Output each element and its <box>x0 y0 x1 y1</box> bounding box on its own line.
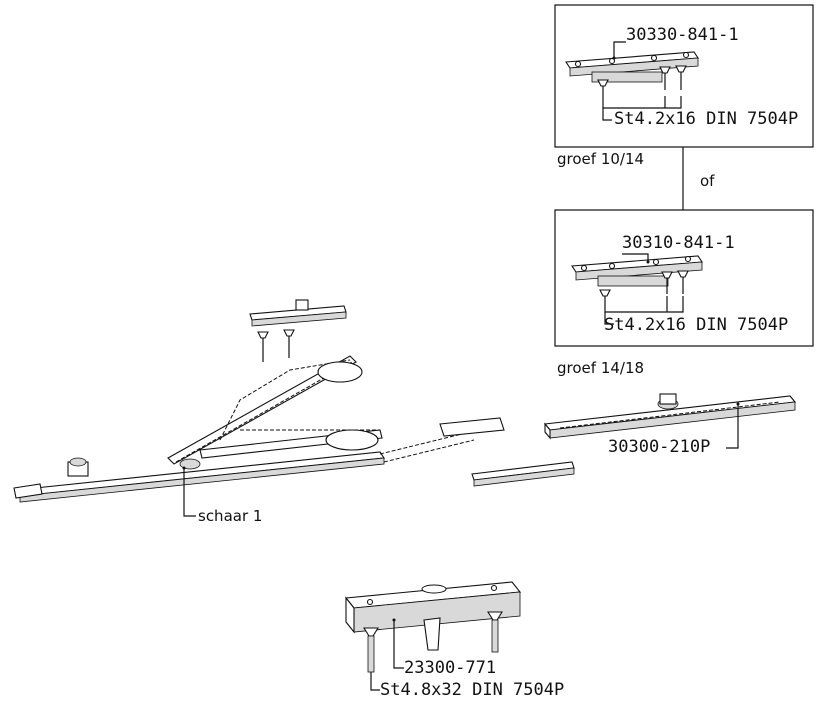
label-screw-mid: St4.2x16 DIN 7504P <box>604 315 788 335</box>
top-loose-bracket <box>249 299 347 362</box>
screw-b <box>283 329 295 358</box>
screw-right <box>487 611 503 653</box>
screw-left <box>363 627 379 673</box>
part-30330-841-1-drawing <box>565 51 699 98</box>
label-groove-10-14: groef 10/14 <box>557 150 644 168</box>
label-groove-14-18: groef 14/18 <box>557 359 644 377</box>
label-part-23300-771: 23300-771 <box>404 658 496 678</box>
screw-2 <box>659 66 671 90</box>
detail-box-groove-14-18: 30310-841-1 St4.2x16 DIN 7504P <box>554 209 814 347</box>
label-or: of <box>700 172 715 190</box>
screw-a <box>257 331 269 362</box>
screw-3 <box>675 65 687 90</box>
label-rail-30300-210P: 30300-210P <box>608 437 710 457</box>
scissor-assembly-drawing: schaar 1 <box>13 355 505 525</box>
screw-3 <box>677 270 689 294</box>
part-30310-841-1-drawing <box>571 255 703 304</box>
screw-1 <box>597 79 609 98</box>
label-part-30310-841-1: 30310-841-1 <box>622 233 735 253</box>
label-part-30330-841-1: 30330-841-1 <box>626 25 739 45</box>
rail-30300-210P-drawing: 30300-210P <box>543 393 797 457</box>
part-23300-771-drawing: 23300-771 St4.8x32 DIN 7504P <box>344 581 564 700</box>
label-screw-bottom: St4.8x32 DIN 7504P <box>380 680 564 700</box>
detail-box-groove-10-14: 30330-841-1 St4.2x16 DIN 7504P <box>554 4 814 148</box>
label-screw-top: St4.2x16 DIN 7504P <box>614 109 798 129</box>
screw-2 <box>661 271 673 294</box>
small-bracket-part <box>471 461 575 487</box>
label-scissor-1: schaar 1 <box>198 507 262 525</box>
screw-1 <box>599 289 611 304</box>
